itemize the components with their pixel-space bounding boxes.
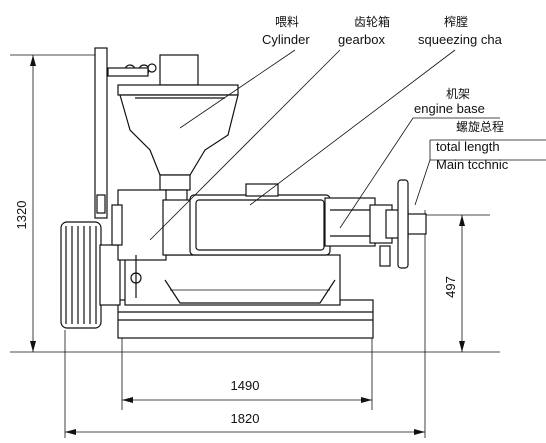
label-total-length-en: total length: [436, 139, 500, 154]
label-cylinder-en: Cylinder: [262, 32, 310, 47]
labels: 喂料 Cylinder 齿轮箱 gearbox 榨膛 squeezing cha…: [262, 14, 509, 172]
dimension-label-497: 497: [443, 276, 458, 298]
dimension-label-1820: 1820: [231, 411, 260, 426]
dimension-label-1490: 1490: [231, 378, 260, 393]
dimension-label-1320: 1320: [14, 201, 29, 230]
feed-hopper: [107, 54, 239, 203]
label-engine-base-en: engine base: [414, 101, 485, 116]
pulley: [60, 221, 121, 329]
label-main-tech-en: Main tcchnic: [436, 157, 509, 172]
label-squeezing-cn: 榨膛: [444, 14, 468, 29]
label-screw-cn: 螺旋总程: [456, 119, 504, 134]
label-cylinder-cn: 喂料: [275, 15, 299, 29]
belt-guard: [94, 47, 108, 219]
dimension-length-total: 1820: [64, 210, 426, 438]
dimension-height-total: 1320: [10, 54, 500, 353]
label-gearbox-cn: 齿轮箱: [354, 14, 390, 29]
label-gearbox-en: gearbox: [338, 32, 385, 47]
leader-lines: [149, 49, 546, 241]
gearbox: [111, 189, 194, 298]
label-squeezing-en: squeezing cha: [418, 32, 503, 47]
dimension-height-shaft: 497: [420, 214, 490, 352]
engine-base: [117, 254, 374, 339]
label-engine-base-cn: 机架: [446, 87, 470, 101]
squeezing-chamber: [189, 179, 427, 269]
